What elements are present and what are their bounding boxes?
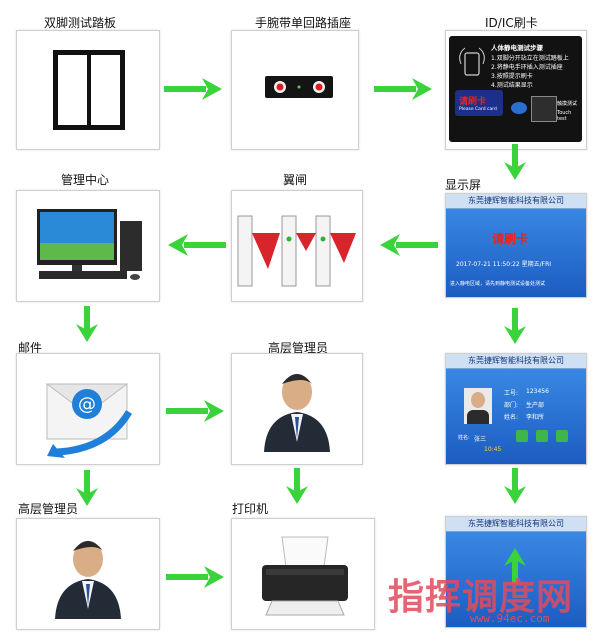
card-step-1: 1.双脚分开站立在测试踏板上 — [491, 55, 569, 62]
arrow-down-6 — [504, 468, 526, 504]
arrow-right-1 — [164, 78, 222, 100]
display-screen-panel: 东莞捷辉智能科技有限公司 请刷卡 2017-07-21 11:50:22 星期五… — [445, 193, 587, 298]
label-control-center: 管理中心 — [61, 173, 110, 187]
result-person-label: 姓名: — [458, 435, 470, 441]
label-card-reader: ID/IC刷卡 — [485, 16, 538, 30]
card-reader-device: 人体静电测试步骤 1.双脚分开站立在测试踏板上 2.将静电手环插入测试插座 3.… — [449, 36, 582, 142]
final-screen-panel: 东莞捷辉智能科技有限公司 — [445, 516, 587, 628]
result-time: 10:45 — [484, 446, 502, 453]
display-footer: 进入静电区域，请先到静电测试设备处测试 — [450, 281, 546, 287]
card-step-3: 3.按照提示刷卡 — [491, 73, 533, 80]
senior-manager-panel-2 — [16, 518, 160, 630]
computer-icon — [37, 209, 142, 280]
watermark-title: 指挥调度网 — [388, 577, 574, 618]
arrow-down-4 — [76, 470, 98, 506]
manager-avatar-icon-2 — [55, 541, 121, 619]
arrow-down-1 — [504, 144, 526, 180]
arrow-right-2 — [374, 78, 432, 100]
card-step-2: 2.将静电手环插入测试插座 — [491, 64, 563, 71]
label-senior-manager-2: 高层管理员 — [18, 502, 79, 516]
result-name-label: 姓名: — [504, 414, 519, 421]
card-logo-icon — [511, 102, 527, 114]
rfid-icon — [459, 47, 485, 76]
result-name-value: 李和所 — [526, 414, 545, 421]
arrow-right-4 — [166, 566, 224, 588]
swipe-card-graphic: 请刷卡 Please Card card — [455, 90, 503, 116]
label-pedal: 双脚测试踏板 — [44, 16, 117, 30]
label-senior-manager: 高层管理员 — [268, 341, 329, 355]
card-brand: Please Card card — [459, 107, 497, 112]
turnstile-panel — [231, 190, 363, 302]
check-icon-1 — [516, 430, 528, 442]
display-datetime: 2017-07-21 11:50:22 星期五/FRI — [456, 261, 552, 268]
arrow-left-1 — [380, 234, 438, 256]
turnstile-icon — [237, 215, 356, 287]
label-printer: 打印机 — [232, 502, 269, 516]
arrow-right-3 — [166, 400, 224, 422]
result-dept-label: 部门: — [504, 402, 519, 409]
touch-pad — [531, 96, 557, 122]
result-person-value: 张三 — [474, 436, 487, 443]
check-icon-2 — [536, 430, 548, 442]
pedal-icon — [53, 50, 125, 130]
senior-manager-panel — [231, 353, 363, 465]
result-company: 东莞捷辉智能科技有限公司 — [468, 356, 564, 365]
arrow-up-1 — [504, 548, 526, 584]
label-email: 邮件 — [18, 341, 43, 355]
display-prompt: 请刷卡 — [492, 232, 529, 246]
arrow-down-2 — [504, 308, 526, 344]
svg-text:@: @ — [78, 394, 96, 415]
swipe-card-text: 请刷卡 — [459, 97, 487, 107]
manager-avatar-icon — [264, 374, 330, 452]
result-header: 东莞捷辉智能科技有限公司 — [446, 354, 586, 369]
arrow-down-5 — [286, 468, 308, 504]
label-display: 显示屏 — [445, 178, 482, 192]
final-company: 东莞捷辉智能科技有限公司 — [468, 519, 564, 528]
arrow-down-3 — [76, 306, 98, 342]
result-dept-value: 生产部 — [526, 402, 545, 409]
touch-test-cn: 触摸测试 — [557, 101, 578, 107]
pedal-panel — [16, 30, 160, 150]
control-center-panel — [16, 190, 160, 302]
arrow-left-2 — [168, 234, 226, 256]
result-screen-panel: 东莞捷辉智能科技有限公司 工号: 123456 部门: 生产部 姓名: 李和所 … — [445, 353, 587, 465]
touch-test-en: Touch test — [557, 110, 572, 122]
result-id-value: 123456 — [526, 388, 549, 395]
printer-icon — [262, 536, 348, 616]
wrist-socket-panel — [231, 30, 359, 150]
result-screen: 东莞捷辉智能科技有限公司 工号: 123456 部门: 生产部 姓名: 李和所 … — [446, 354, 586, 464]
watermark-url: www.94ec.com — [470, 612, 550, 625]
printer-panel — [231, 518, 375, 630]
email-icon: @ — [45, 383, 133, 458]
final-header: 东莞捷辉智能科技有限公司 — [446, 517, 586, 532]
label-turnstile: 翼闸 — [283, 173, 308, 187]
display-company: 东莞捷辉智能科技有限公司 — [468, 196, 564, 205]
card-step-4: 4.测试结果显示 — [491, 82, 533, 89]
display-header: 东莞捷辉智能科技有限公司 — [446, 194, 586, 209]
check-icon-3 — [556, 430, 568, 442]
employee-photo — [464, 388, 492, 424]
display-screen: 东莞捷辉智能科技有限公司 请刷卡 2017-07-21 11:50:22 星期五… — [446, 194, 586, 297]
result-id-label: 工号: — [504, 390, 519, 397]
email-panel: @ — [16, 353, 160, 465]
label-wrist-socket: 手腕带单回路插座 — [255, 16, 352, 30]
card-reader-panel: 人体静电测试步骤 1.双脚分开站立在测试踏板上 2.将静电手环插入测试插座 3.… — [445, 30, 587, 150]
card-reader-title: 人体静电测试步骤 — [491, 44, 543, 52]
wrist-socket-icon — [265, 76, 333, 98]
